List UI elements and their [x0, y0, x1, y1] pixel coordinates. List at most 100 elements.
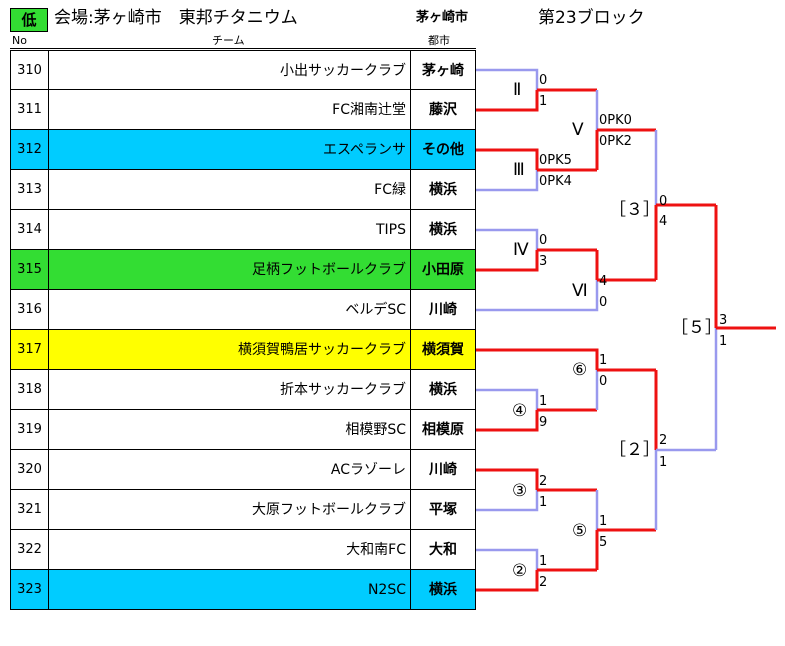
- score-label: 3: [719, 313, 728, 328]
- team-number: 317: [10, 330, 49, 370]
- team-city: 平塚: [411, 490, 476, 530]
- score-label: 0PK4: [539, 174, 572, 189]
- team-city: 藤沢: [411, 90, 476, 130]
- round-label: Ⅴ: [572, 120, 584, 140]
- team-number: 321: [10, 490, 49, 530]
- score-label: 1: [539, 394, 548, 409]
- round-label: ［２］: [609, 440, 660, 460]
- score-label: 0PK5: [539, 153, 572, 168]
- round-label: ［３］: [609, 200, 660, 220]
- score-label: 9: [539, 415, 548, 430]
- bracket-line: [476, 348, 599, 370]
- bracket-line: [476, 250, 539, 272]
- score-label: 0: [539, 73, 548, 88]
- score-label: 1: [599, 514, 608, 529]
- team-number: 316: [10, 290, 49, 330]
- column-header-team: チーム: [212, 34, 245, 47]
- round-label: Ⅳ: [513, 240, 529, 260]
- round-label: ［５］: [671, 318, 722, 338]
- score-label: 5: [599, 535, 608, 550]
- score-label: 4: [599, 274, 608, 289]
- team-number: 310: [10, 50, 49, 90]
- team-city: 横浜: [411, 210, 476, 250]
- score-label: 3: [539, 254, 548, 269]
- bracket-line: [476, 490, 539, 512]
- team-number: 313: [10, 170, 49, 210]
- team-number: 322: [10, 530, 49, 570]
- round-label: ②: [512, 561, 528, 581]
- score-label: 1: [539, 495, 548, 510]
- bracket-line: [476, 90, 539, 112]
- team-number: 315: [10, 250, 49, 290]
- column-header-city: 都市: [428, 34, 450, 47]
- team-name: FC湘南辻堂: [49, 90, 411, 130]
- score-label: 2: [539, 474, 548, 489]
- team-number: 312: [10, 130, 49, 170]
- score-label: 1: [659, 455, 668, 470]
- bracket-line: [476, 548, 539, 570]
- bracket-line: [476, 228, 539, 250]
- team-city: 大和: [411, 530, 476, 570]
- round-label: ⑥: [572, 360, 588, 380]
- score-label: 2: [659, 433, 668, 448]
- venue-city: 茅ヶ崎市: [416, 10, 469, 25]
- bracket-line: [476, 280, 599, 312]
- team-name: 小出サッカークラブ: [49, 50, 411, 90]
- team-number: 311: [10, 90, 49, 130]
- team-city: 川崎: [411, 290, 476, 330]
- team-city: 小田原: [411, 250, 476, 290]
- score-label: 2: [539, 575, 548, 590]
- round-label: Ⅱ: [513, 80, 522, 100]
- team-city: 横浜: [411, 570, 476, 610]
- bracket-line: [476, 468, 539, 490]
- team-number: 314: [10, 210, 49, 250]
- team-name: ACラゾーレ: [49, 450, 411, 490]
- score-label: 1: [719, 334, 728, 349]
- bracket-line: [476, 68, 539, 90]
- team-city: その他: [411, 130, 476, 170]
- round-label: ④: [512, 401, 528, 421]
- score-label: 0: [539, 233, 548, 248]
- round-label: ⑤: [572, 521, 588, 541]
- round-label: Ⅵ: [572, 281, 588, 301]
- header-rule: [10, 48, 476, 49]
- score-label: 1: [539, 554, 548, 569]
- team-name: 相模野SC: [49, 410, 411, 450]
- team-number: 320: [10, 450, 49, 490]
- team-city: 横須賀: [411, 330, 476, 370]
- team-name: 折本サッカークラブ: [49, 370, 411, 410]
- team-name: 横須賀鴨居サッカークラブ: [49, 330, 411, 370]
- score-label: 1: [539, 94, 548, 109]
- score-label: 4: [659, 214, 668, 229]
- score-label: 0: [599, 374, 608, 389]
- bracket-line: [476, 148, 539, 170]
- team-city: 川崎: [411, 450, 476, 490]
- category-badge: 低: [10, 8, 48, 32]
- round-label: Ⅲ: [513, 160, 525, 180]
- bracket-line: [476, 410, 539, 432]
- score-label: 0: [599, 295, 608, 310]
- team-name: N2SC: [49, 570, 411, 610]
- team-city: 横浜: [411, 370, 476, 410]
- round-label: ③: [512, 481, 528, 501]
- bracket-line: [476, 170, 539, 192]
- score-label: 0PK0: [599, 113, 632, 128]
- team-city: 茅ヶ崎: [411, 50, 476, 90]
- team-name: FC緑: [49, 170, 411, 210]
- team-number: 318: [10, 370, 49, 410]
- score-label: 0: [659, 194, 668, 209]
